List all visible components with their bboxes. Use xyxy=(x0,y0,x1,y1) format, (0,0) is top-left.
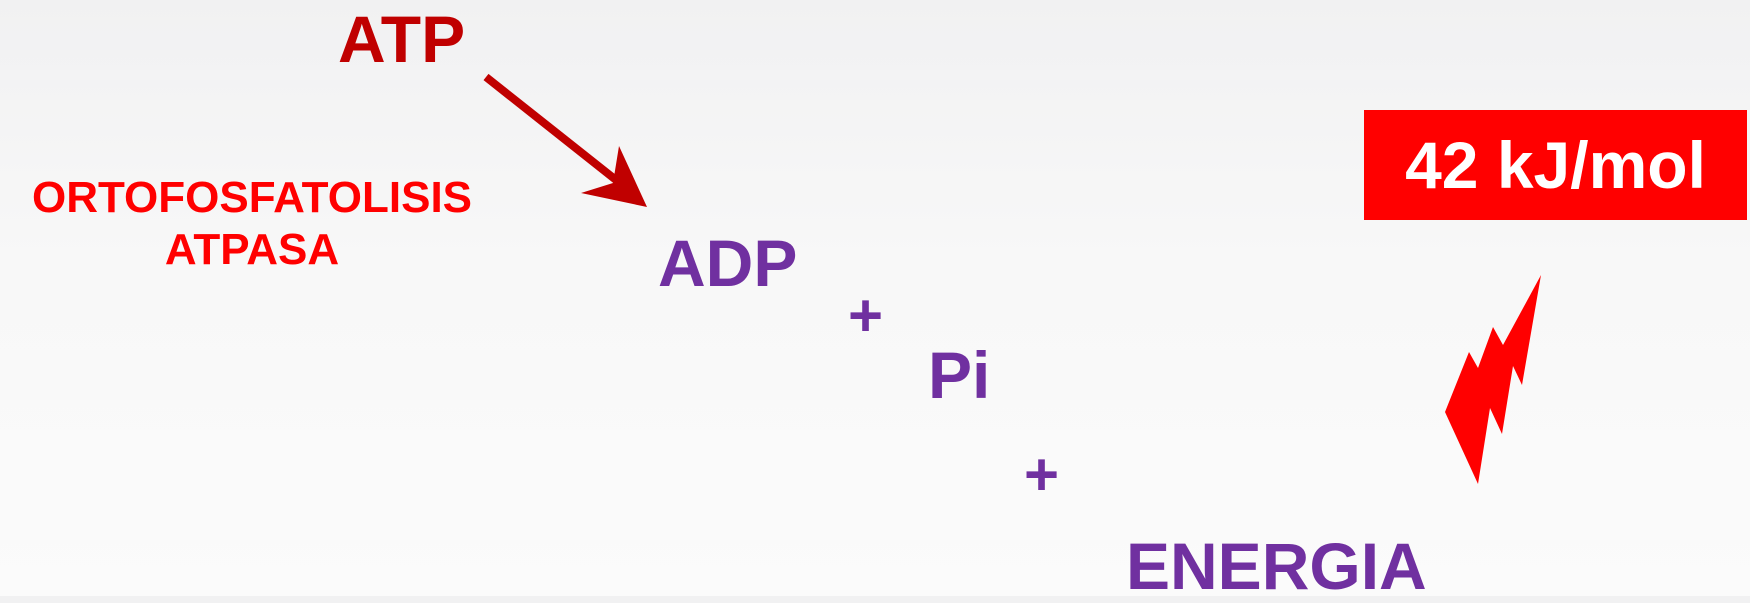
energia-label: ENERGIA xyxy=(1126,529,1427,603)
enzyme-label: ORTOFOSFATOLISIS ATPASA xyxy=(8,172,496,276)
enzyme-line-2: ATPASA xyxy=(164,225,340,274)
energy-value: 42 kJ/mol xyxy=(1405,128,1706,202)
pi-label: Pi xyxy=(928,338,991,412)
plus-sign-1: + xyxy=(848,282,884,349)
atp-label: ATP xyxy=(338,2,466,76)
adp-label: ADP xyxy=(658,226,798,300)
plus-sign-2: + xyxy=(1024,441,1060,508)
enzyme-line-1: ORTOFOSFATOLISIS xyxy=(31,173,473,222)
lightning-bolt-icon xyxy=(1445,275,1541,484)
arrow-down-right-icon xyxy=(483,73,647,207)
energy-value-box: 42 kJ/mol xyxy=(1364,110,1747,220)
